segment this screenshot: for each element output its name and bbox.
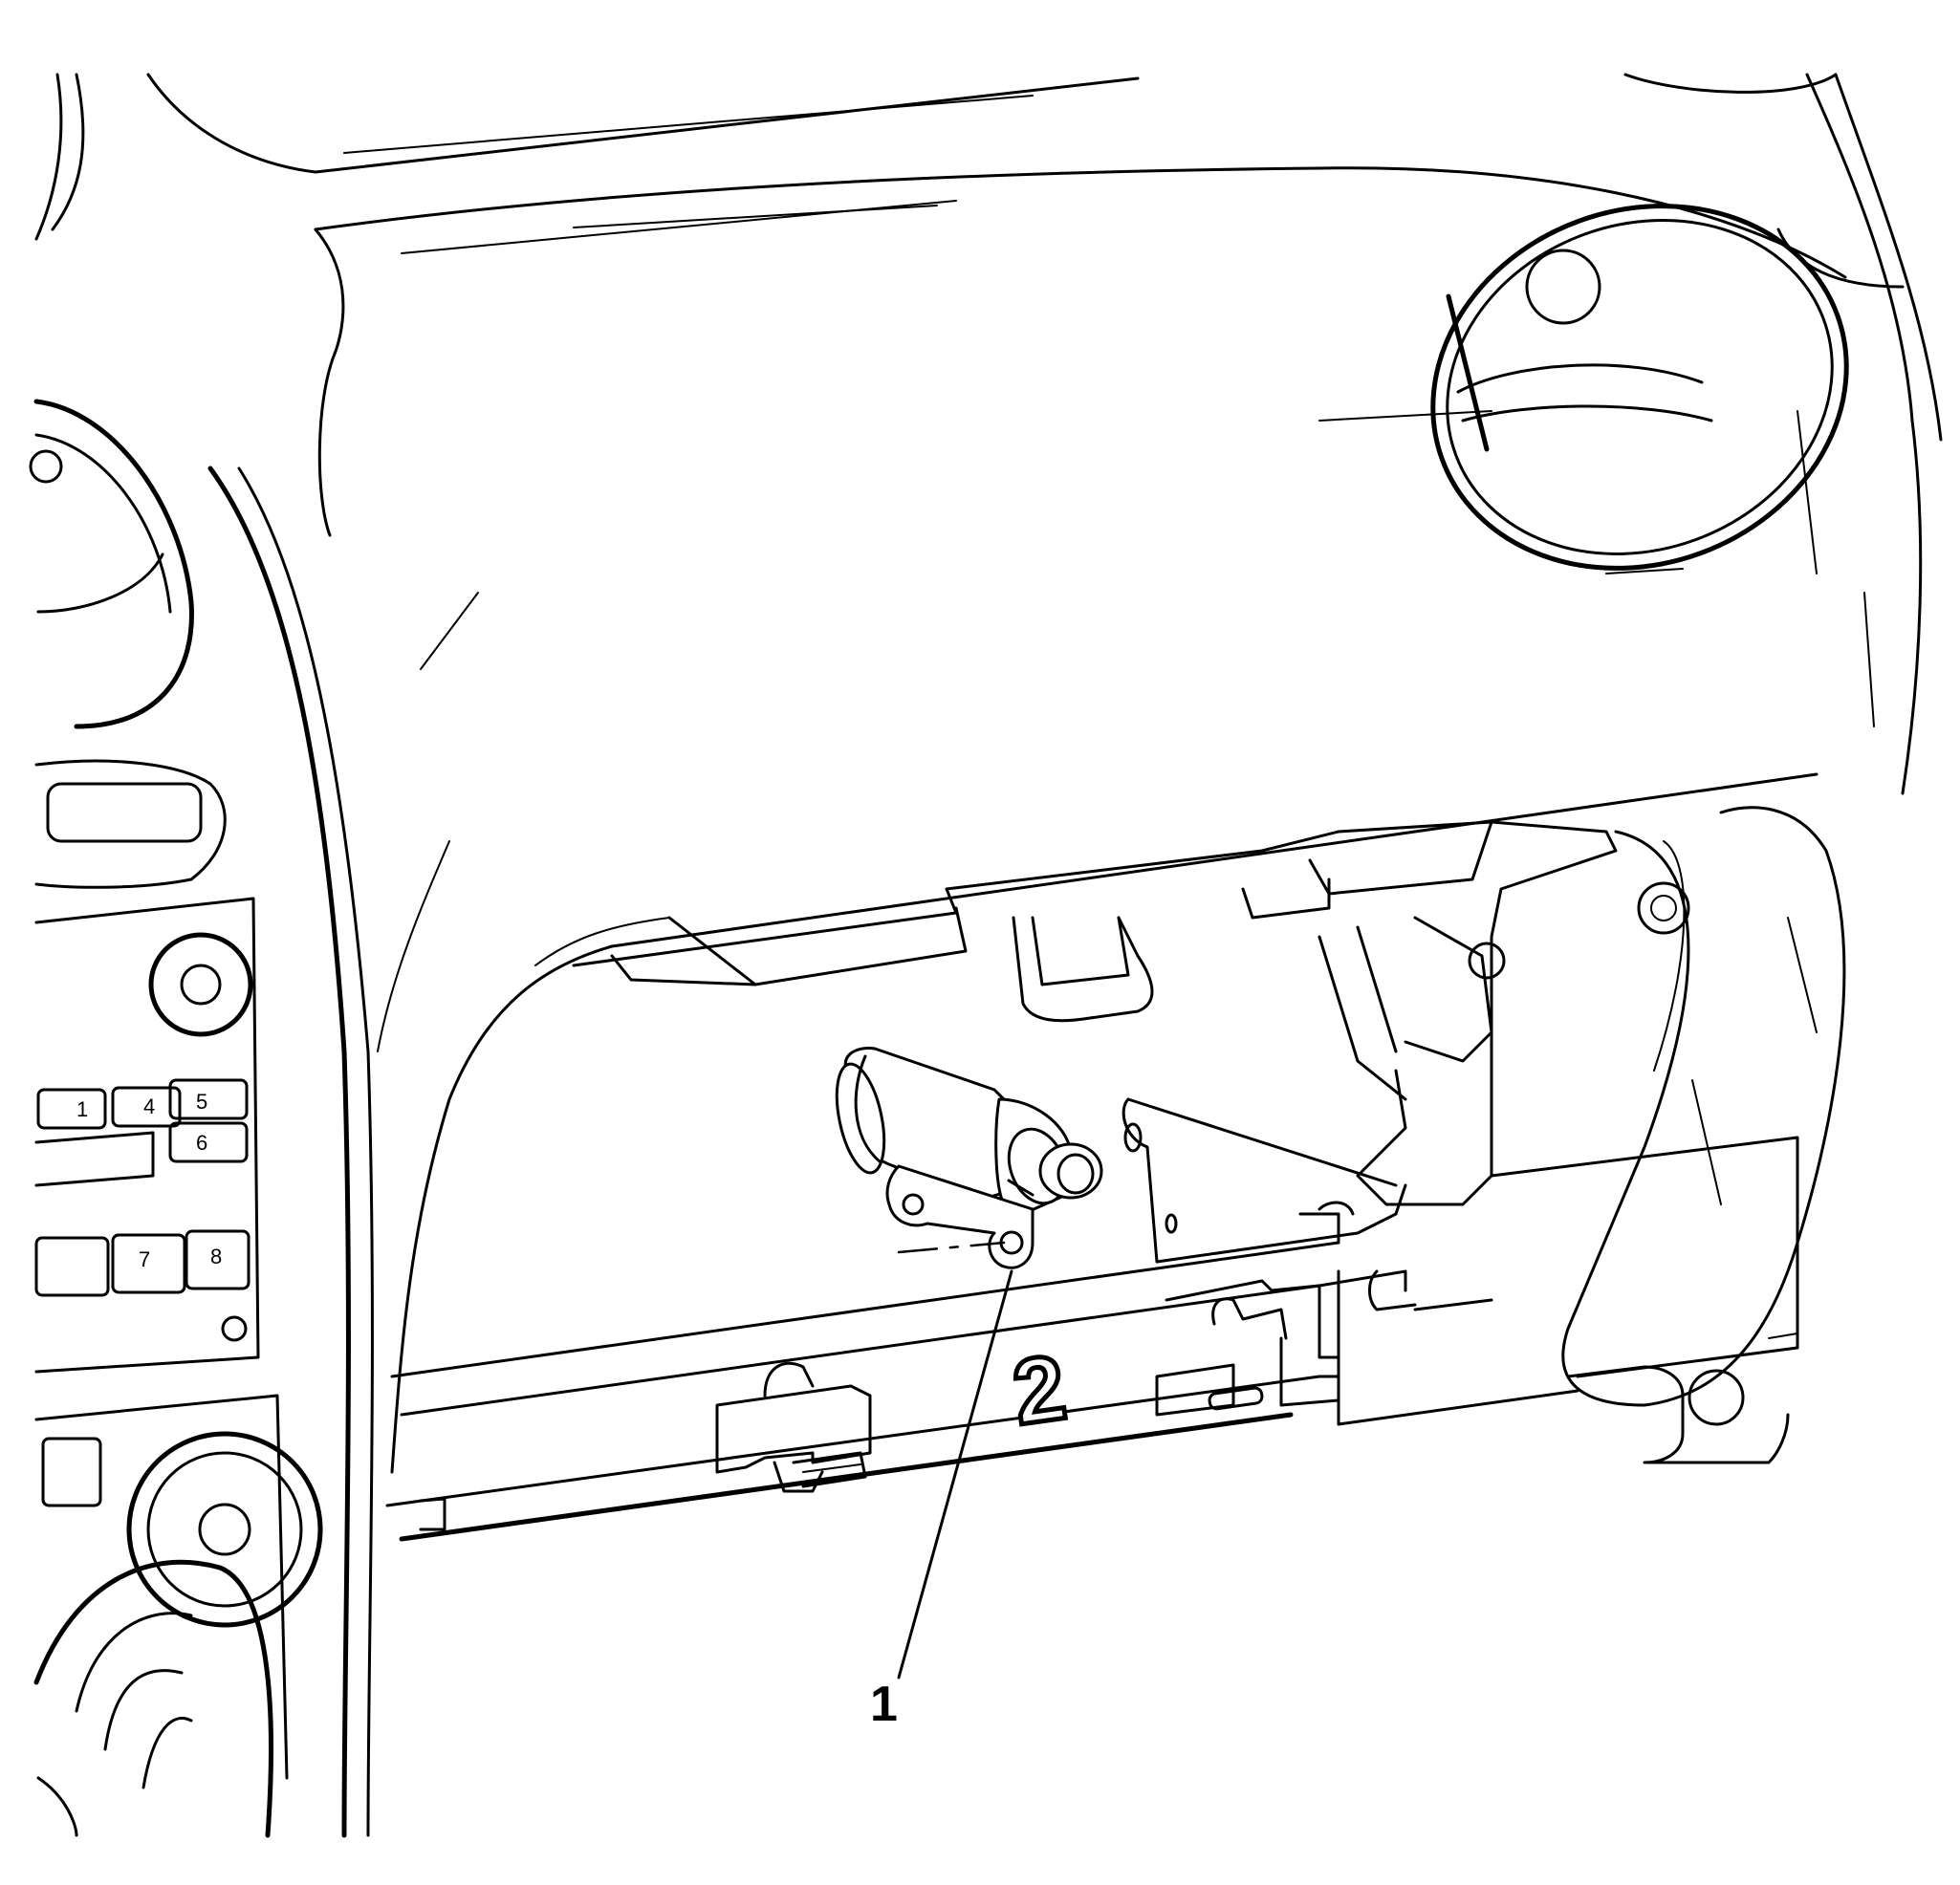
radio-button-label: 7: [139, 1247, 150, 1271]
radio-button-label: 8: [210, 1245, 222, 1268]
radio-knob[interactable]: [148, 932, 253, 1037]
dash-panel: [314, 228, 1923, 1474]
radio-button-label: 6: [196, 1131, 207, 1155]
hazard-button[interactable]: [46, 782, 203, 843]
radio-button-label: 4: [143, 1094, 155, 1118]
radio-button[interactable]: [36, 1088, 107, 1130]
sensor-module: [835, 1047, 1103, 1269]
gear-shifter: [33, 1559, 273, 1838]
center-stack: 1 4 5 6 7 8: [34, 466, 374, 1838]
radio-button-row: 1 4 5 6: [36, 1078, 249, 1163]
hvac-knob[interactable]: [126, 1431, 323, 1628]
radio-button-label: 1: [76, 1097, 88, 1121]
callout-leader: [897, 1269, 1013, 1679]
instrument-cluster: [29, 399, 194, 729]
preset-button-row: 7 8: [34, 1229, 250, 1297]
radio-button[interactable]: [168, 1121, 249, 1163]
radio-button[interactable]: [168, 1078, 249, 1120]
mounting-bracket: [1122, 1097, 1407, 1264]
radio-button-label: 5: [196, 1090, 207, 1114]
end-bracket: [1337, 1136, 1799, 1464]
radio-button[interactable]: [185, 1229, 250, 1290]
callout-1: 1: [870, 1269, 1013, 1732]
radio-button[interactable]: [111, 1086, 182, 1128]
glovebox-opening: [572, 820, 1690, 1206]
emboss-label: 2: [1007, 1336, 1072, 1444]
air-vent-right: [1430, 204, 1849, 571]
radio-button[interactable]: [111, 1233, 186, 1294]
radio-button[interactable]: [34, 1236, 110, 1297]
rail-clip: [419, 1361, 872, 1531]
centerline: [897, 1241, 1006, 1254]
emboss-mark: 2: [1005, 1333, 1075, 1446]
hvac-button[interactable]: [41, 1437, 102, 1507]
dash-top-pad: [34, 73, 1943, 442]
callout-label: 1: [870, 1677, 898, 1732]
lower-rail: [385, 1241, 1407, 1542]
hvac-controls: [34, 1394, 323, 1780]
